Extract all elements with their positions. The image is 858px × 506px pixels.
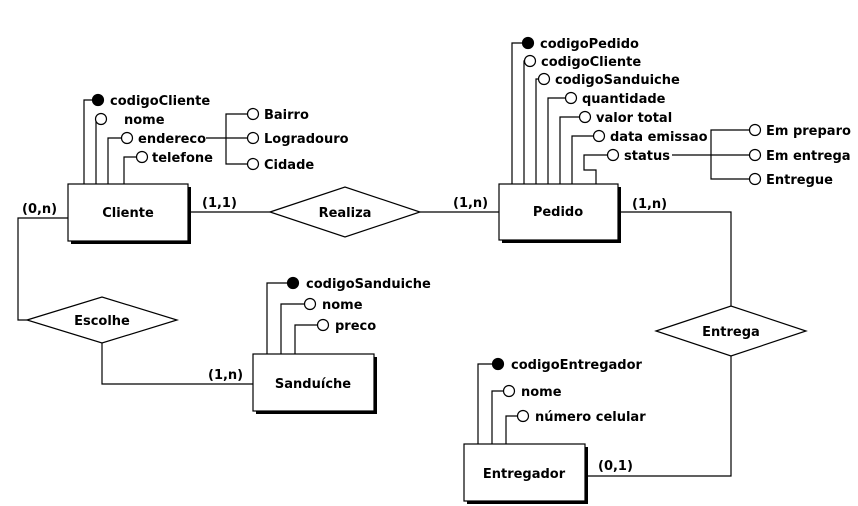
entity-pedido-label: Pedido <box>533 205 583 220</box>
attr-pedido-codigo-sanduiche: codigoSanduiche <box>555 73 680 88</box>
attr-sanduiche-nome: nome <box>322 298 363 313</box>
relationship-entrega[interactable]: Entrega <box>654 305 808 357</box>
cardinality-entregador-entrega: (0,1) <box>598 459 633 474</box>
entity-cliente-label: Cliente <box>102 206 154 221</box>
attr-endereco-cidade: Cidade <box>264 158 314 173</box>
relationship-escolhe[interactable]: Escolhe <box>24 296 180 344</box>
attribute-icon <box>246 107 260 121</box>
attr-pedido-codigo-cliente: codigoCliente <box>541 55 641 70</box>
attribute-icon <box>246 157 260 171</box>
attr-pedido-valor-total: valor total <box>596 111 672 126</box>
attribute-icon <box>606 148 620 162</box>
key-attribute-icon <box>521 36 535 50</box>
entity-cliente[interactable]: Cliente <box>67 183 191 244</box>
attribute-icon <box>135 150 149 164</box>
attribute-icon <box>94 112 108 126</box>
attribute-icon <box>537 72 551 86</box>
attr-status-em-entrega: Em entrega <box>766 149 851 164</box>
attribute-icon <box>120 131 134 145</box>
attr-pedido-status: status <box>624 149 670 164</box>
attr-pedido-quantidade: quantidade <box>582 92 666 107</box>
attr-cliente-nome: nome <box>124 113 165 128</box>
attribute-icon <box>516 409 530 423</box>
attr-cliente-telefone: telefone <box>152 151 213 166</box>
attr-codigo-sanduiche: codigoSanduiche <box>306 277 431 292</box>
relationship-escolhe-label: Escolhe <box>74 314 130 329</box>
relationship-entrega-label: Entrega <box>702 325 760 340</box>
attr-entregador-nome: nome <box>521 385 562 400</box>
attribute-icon <box>316 318 330 332</box>
attribute-icon <box>748 172 762 186</box>
attr-entregador-celular: número celular <box>535 410 646 425</box>
entity-pedido[interactable]: Pedido <box>498 183 621 243</box>
attr-status-em-preparo: Em preparo <box>766 124 851 139</box>
attribute-icon <box>523 54 537 68</box>
cardinality-cliente-realiza: (1,1) <box>202 196 237 211</box>
attribute-icon <box>502 384 516 398</box>
cardinality-pedido-entrega: (1,n) <box>632 197 667 212</box>
attribute-icon <box>246 131 260 145</box>
entity-sanduiche-label: Sanduíche <box>275 377 351 392</box>
relationship-lines <box>17 211 732 477</box>
attr-endereco-logradouro: Logradouro <box>264 132 349 147</box>
attr-sanduiche-preco: preco <box>335 319 376 334</box>
relationship-realiza-label: Realiza <box>319 206 372 221</box>
cardinality-pedido-realiza: (1,n) <box>453 196 488 211</box>
key-attribute-icon <box>491 357 505 371</box>
attribute-icon <box>592 129 606 143</box>
attr-codigo-entregador: codigoEntregador <box>511 358 643 373</box>
attr-pedido-data-emissao: data emissao <box>610 130 708 145</box>
attr-cliente-endereco: endereco <box>138 132 206 147</box>
attribute-icon <box>303 297 317 311</box>
cardinality-cliente-escolhe: (0,n) <box>22 202 57 217</box>
relationship-realiza[interactable]: Realiza <box>268 186 422 238</box>
entregador-attribute-lines <box>477 363 518 444</box>
cardinality-sanduiche-escolhe: (1,n) <box>208 368 243 383</box>
sanduiche-attribute-lines <box>266 282 318 354</box>
attribute-icon <box>578 110 592 124</box>
key-attribute-icon <box>286 276 300 290</box>
attr-status-entregue: Entregue <box>766 173 833 188</box>
attr-codigo-cliente: codigoCliente <box>110 94 210 109</box>
entity-entregador[interactable]: Entregador <box>463 443 588 504</box>
key-attribute-icon <box>91 93 105 107</box>
entity-entregador-label: Entregador <box>483 467 566 482</box>
attribute-icon <box>748 123 762 137</box>
attribute-icon <box>564 91 578 105</box>
attr-codigo-pedido: codigoPedido <box>540 37 639 52</box>
attr-endereco-bairro: Bairro <box>264 108 309 123</box>
attribute-icon <box>748 148 762 162</box>
entity-sanduiche[interactable]: Sanduíche <box>252 353 377 414</box>
